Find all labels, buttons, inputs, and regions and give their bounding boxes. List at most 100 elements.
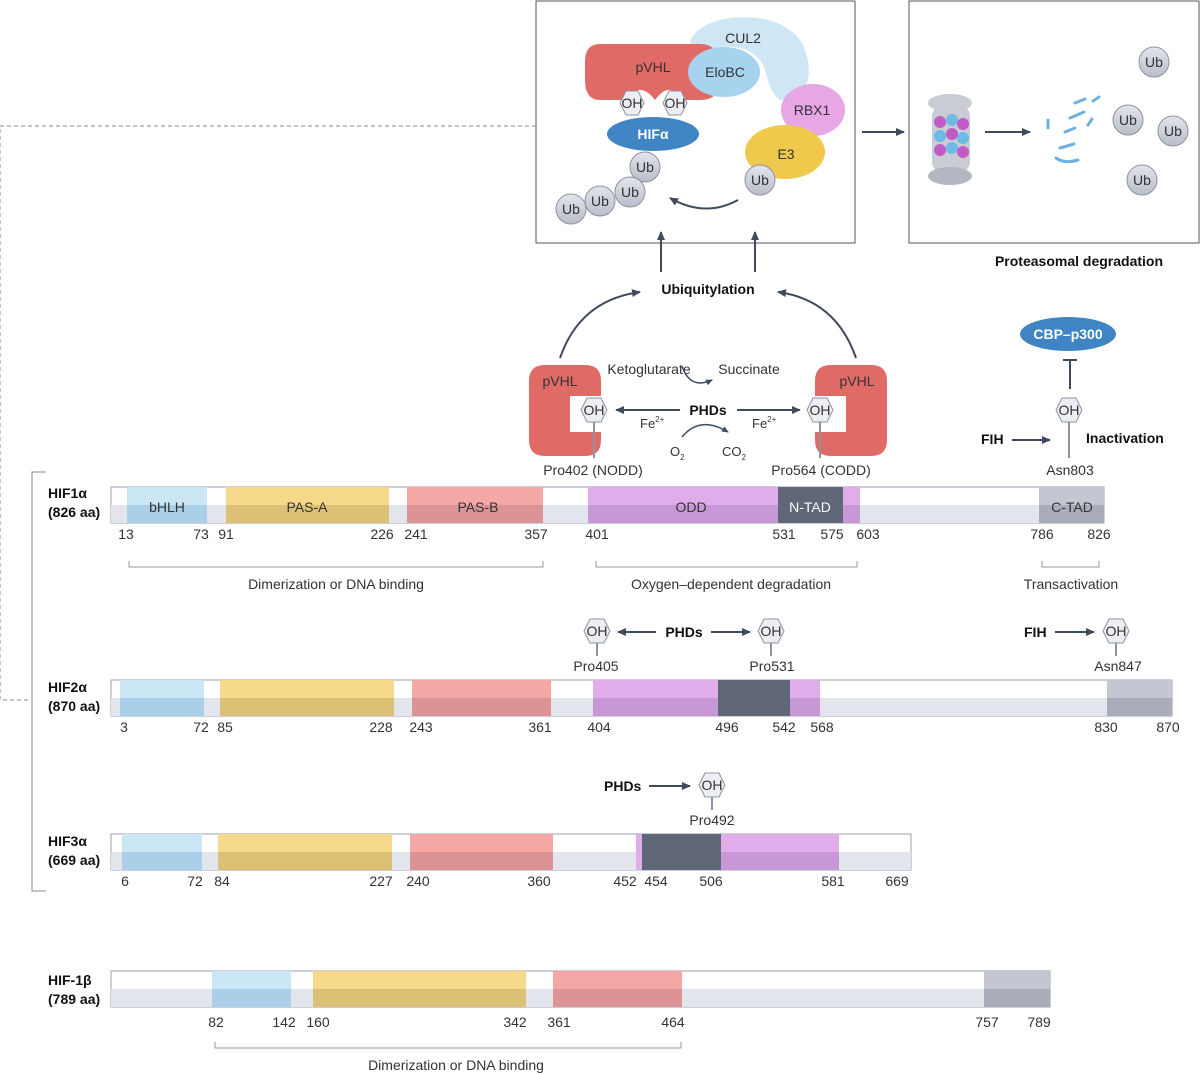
svg-text:Ub: Ub [562, 201, 580, 217]
svg-text:Ub: Ub [636, 159, 654, 175]
position-label: 531 [772, 526, 796, 542]
asn847-label: Asn847 [1094, 658, 1142, 674]
position-label: 575 [820, 526, 844, 542]
position-label: 227 [369, 873, 393, 889]
position-label: 830 [1094, 719, 1118, 735]
fih-label: FIH [981, 431, 1004, 447]
proteasome-panel: Ub Ub Ub Ub [908, 0, 1200, 244]
position-label: 757 [975, 1014, 999, 1030]
position-label: 452 [613, 873, 637, 889]
position-label: 84 [214, 873, 230, 889]
hif2a-length: (870 aa) [48, 698, 100, 714]
position-label: 240 [406, 873, 430, 889]
proteasomal-degradation-label: Proteasomal degradation [995, 253, 1163, 269]
position-label: 82 [208, 1014, 224, 1030]
hif1b-name: HIF-1β [48, 972, 92, 988]
o2-label: O2 [670, 444, 685, 462]
free-ub: Ub Ub Ub Ub [1112, 46, 1189, 196]
position-label: 789 [1027, 1014, 1051, 1030]
svg-text:OH: OH [702, 777, 723, 793]
position-label: 603 [856, 526, 880, 542]
bhlh-label: bHLH [149, 499, 185, 515]
position-label: 404 [587, 719, 611, 735]
hif3a-length: (669 aa) [48, 852, 100, 868]
position-label: 568 [810, 719, 834, 735]
position-label: 496 [715, 719, 739, 735]
hif1b-dimerization-label: Dimerization or DNA binding [368, 1057, 544, 1073]
svg-text:OH: OH [587, 623, 608, 639]
dashed-connector [0, 125, 536, 701]
hif3a-name: HIF3α [48, 833, 87, 849]
svg-text:Ub: Ub [621, 184, 639, 200]
hif2a-name: HIF2α [48, 679, 87, 695]
oh-hexagon-icon: OH [662, 90, 688, 116]
n-tad-label: N-TAD [789, 499, 831, 515]
position-label: 3 [120, 719, 128, 735]
pro564-label: Pro564 (CODD) [771, 462, 871, 478]
proteasome-icon [928, 94, 972, 185]
position-label: 243 [409, 719, 433, 735]
phds-label: PHDs [604, 778, 642, 794]
svg-text:Ub: Ub [1145, 54, 1163, 70]
hif1b-row: HIF-1β (789 aa) 82 142 160 342 361 464 7… [48, 970, 1051, 1073]
pro402-label: Pro402 (NODD) [543, 462, 643, 478]
cul2-shape [690, 17, 809, 100]
oh-hexagon-icon: OH [580, 397, 608, 458]
hif1a-row: HIF1α (826 aa) bHLH PAS-A PAS-B ODD N-TA… [48, 485, 1118, 592]
oxygen-dependent-label: Oxygen–dependent degradation [631, 576, 831, 592]
svg-text:pVHL: pVHL [542, 373, 577, 389]
c-tad-label: C-TAD [1051, 499, 1093, 515]
hif1a-length: (826 aa) [48, 504, 100, 520]
pvhl-top-label: pVHL [635, 59, 670, 75]
position-label: 160 [306, 1014, 330, 1030]
position-label: 361 [547, 1014, 571, 1030]
pvhl-right-curve-arrow [777, 289, 857, 359]
position-label: 226 [370, 526, 394, 542]
svg-text:OH: OH [584, 402, 605, 418]
transactivation-bracket [1041, 561, 1100, 568]
pvhl-left: pVHL [529, 365, 601, 456]
fe-left-label: Fe2+ [640, 415, 665, 431]
svg-text:OH: OH [1059, 402, 1080, 418]
svg-text:OH: OH [622, 95, 643, 111]
hif1a-ntad-domain [778, 487, 843, 523]
position-label: 786 [1030, 526, 1054, 542]
position-label: 6 [121, 873, 129, 889]
oh-hexagon-icon: OH [757, 618, 785, 656]
pvhl-left-curve-arrow [559, 289, 641, 359]
hif2a-ntad-domain [718, 680, 790, 716]
ubiquitylation-complex-panel: CUL2 RBX1 E3 pVHL EloBC OH OH HIFα Ub Ub… [535, 0, 856, 244]
ketoglutarate-label: Ketoglutarate [607, 361, 690, 377]
hif1a-name: HIF1α [48, 485, 87, 501]
position-label: 360 [527, 873, 551, 889]
svg-text:OH: OH [1106, 623, 1127, 639]
pas-b-label: PAS-B [458, 499, 499, 515]
rbx1-shape [781, 84, 845, 136]
hif3a-tad-domain [642, 834, 721, 870]
pro492-label: Pro492 [689, 812, 734, 828]
elobc-label: EloBC [705, 64, 745, 80]
svg-text:OH: OH [665, 95, 686, 111]
oh-hexagon-icon: OH [583, 618, 611, 656]
position-label: 241 [404, 526, 428, 542]
ub-transfer-arrow [669, 197, 739, 210]
oh-hexagon-icon: OH [1055, 397, 1083, 458]
pro405-label: Pro405 [573, 658, 618, 674]
position-label: 870 [1156, 719, 1180, 735]
succinate-label: Succinate [718, 361, 780, 377]
rbx1-label: RBX1 [794, 102, 831, 118]
position-label: 581 [821, 873, 845, 889]
position-label: 85 [217, 719, 233, 735]
ketoglutarate-arrow [681, 365, 713, 386]
fih-label: FIH [1024, 624, 1047, 640]
hif-alpha-family-bracket [31, 471, 46, 892]
position-label: 342 [503, 1014, 527, 1030]
position-label: 357 [524, 526, 548, 542]
dimerization-bracket [128, 561, 544, 568]
svg-text:Ub: Ub [591, 193, 609, 209]
transactivation-label: Transactivation [1024, 576, 1118, 592]
odd-label: ODD [675, 499, 706, 515]
position-label: 13 [118, 526, 134, 542]
oh-hexagon-icon: OH [806, 397, 834, 458]
